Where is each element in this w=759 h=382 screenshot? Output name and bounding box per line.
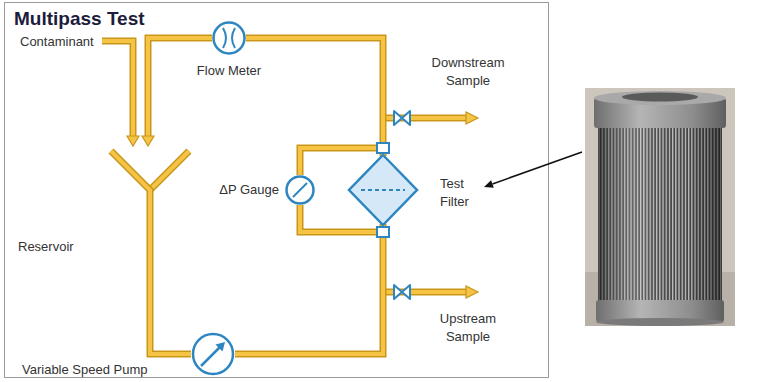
downstream-sample-line bbox=[386, 111, 478, 125]
pipe-connector bbox=[300, 148, 377, 175]
node-label: ΔP Gauge bbox=[219, 181, 279, 199]
reservoir-funnel: Reservoir bbox=[108, 148, 192, 198]
diagram-title: Multipass Test bbox=[14, 8, 145, 30]
valve-symbol bbox=[394, 285, 410, 299]
node-label: Test Filter bbox=[440, 175, 486, 211]
node-label: Variable Speed Pump bbox=[22, 361, 148, 379]
node-label: Flow Meter bbox=[197, 62, 261, 80]
valve-symbol bbox=[394, 111, 410, 125]
reservoir-funnel bbox=[108, 148, 192, 198]
pipe-connector bbox=[150, 198, 191, 354]
filter-diamond bbox=[348, 142, 418, 238]
pipe-connector bbox=[300, 205, 377, 232]
panel-frame bbox=[5, 3, 549, 378]
filter-diamond: Test Filter bbox=[348, 142, 418, 238]
pipe-label: Downstream Sample bbox=[426, 54, 510, 90]
pump-symbol: Variable Speed Pump bbox=[191, 332, 235, 376]
upstream-sample-line bbox=[386, 285, 478, 299]
node-label: Reservoir bbox=[18, 238, 74, 256]
leader-arrow bbox=[484, 152, 582, 188]
contaminant-arrow bbox=[102, 41, 139, 146]
gauge-symbol: ΔP Gauge bbox=[285, 175, 315, 205]
filter-photo bbox=[585, 88, 735, 326]
flow-meter-symbol: Flow Meter bbox=[212, 21, 246, 55]
pipe-connector bbox=[142, 38, 212, 146]
pipe-label: Contaminant bbox=[20, 33, 94, 51]
pipe-connector bbox=[246, 38, 383, 142]
gauge-symbol bbox=[285, 175, 315, 205]
pipe-connector bbox=[235, 238, 383, 354]
pump-symbol bbox=[191, 332, 235, 376]
flow-meter-symbol bbox=[212, 21, 246, 55]
pipe-label: Upstream Sample bbox=[426, 310, 510, 346]
